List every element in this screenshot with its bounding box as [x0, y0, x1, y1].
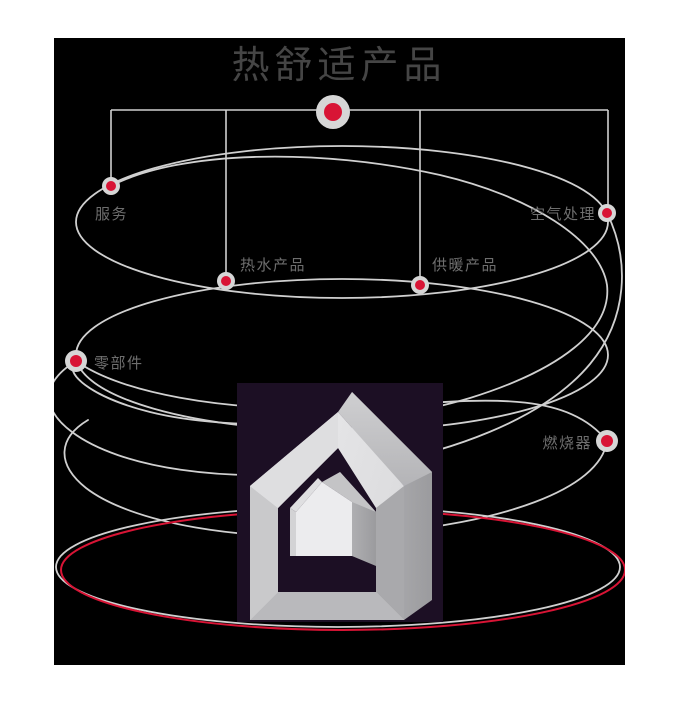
node-dot-service [106, 181, 116, 191]
node-label-components: 零部件 [94, 354, 144, 372]
house-logo [237, 383, 443, 622]
node-components[interactable] [65, 350, 87, 372]
node-burner[interactable] [596, 430, 618, 452]
node-dot-hot-water [221, 276, 231, 286]
node-label-air-treatment: 空气处理 [530, 205, 596, 223]
node-label-service: 服务 [95, 205, 128, 223]
logo-inner-top-bevel [322, 472, 376, 512]
logo-inner-front-face [296, 482, 352, 556]
orbit-ring-top [75, 145, 609, 299]
node-heating-products[interactable] [411, 276, 429, 294]
node-dot-heating [415, 280, 425, 290]
node-dot-burner [601, 435, 613, 447]
logo-inner-left-wall [290, 508, 296, 556]
hub-node-dot [324, 103, 342, 121]
hub-node[interactable] [316, 95, 350, 129]
node-label-hot-water-products: 热水产品 [240, 256, 306, 274]
helix-strand-upper [71, 155, 609, 426]
logo-outer-sill-shade [250, 592, 404, 620]
logo-outer-left-shade [250, 486, 278, 620]
logo-inner-left-slope [290, 478, 322, 512]
node-label-heating-products: 供暖产品 [432, 256, 498, 274]
logo-outer-inner-right [376, 486, 404, 620]
node-label-burner: 燃烧器 [542, 434, 592, 452]
node-dot-components [70, 355, 82, 367]
logo-inner-right-face [340, 472, 376, 566]
node-air-treatment[interactable] [598, 204, 616, 222]
logo-outer-top-bevel [338, 392, 432, 486]
node-group: 服务 热水产品 供暖产品 空气处理 [65, 177, 618, 452]
page-title: 热舒适产品 [231, 43, 446, 87]
bracket-connectors [110, 109, 609, 285]
node-service[interactable] [102, 177, 120, 195]
node-hot-water-products[interactable] [217, 272, 235, 290]
node-dot-air-treatment [602, 208, 612, 218]
logo-outer-roof-shade [250, 412, 338, 508]
